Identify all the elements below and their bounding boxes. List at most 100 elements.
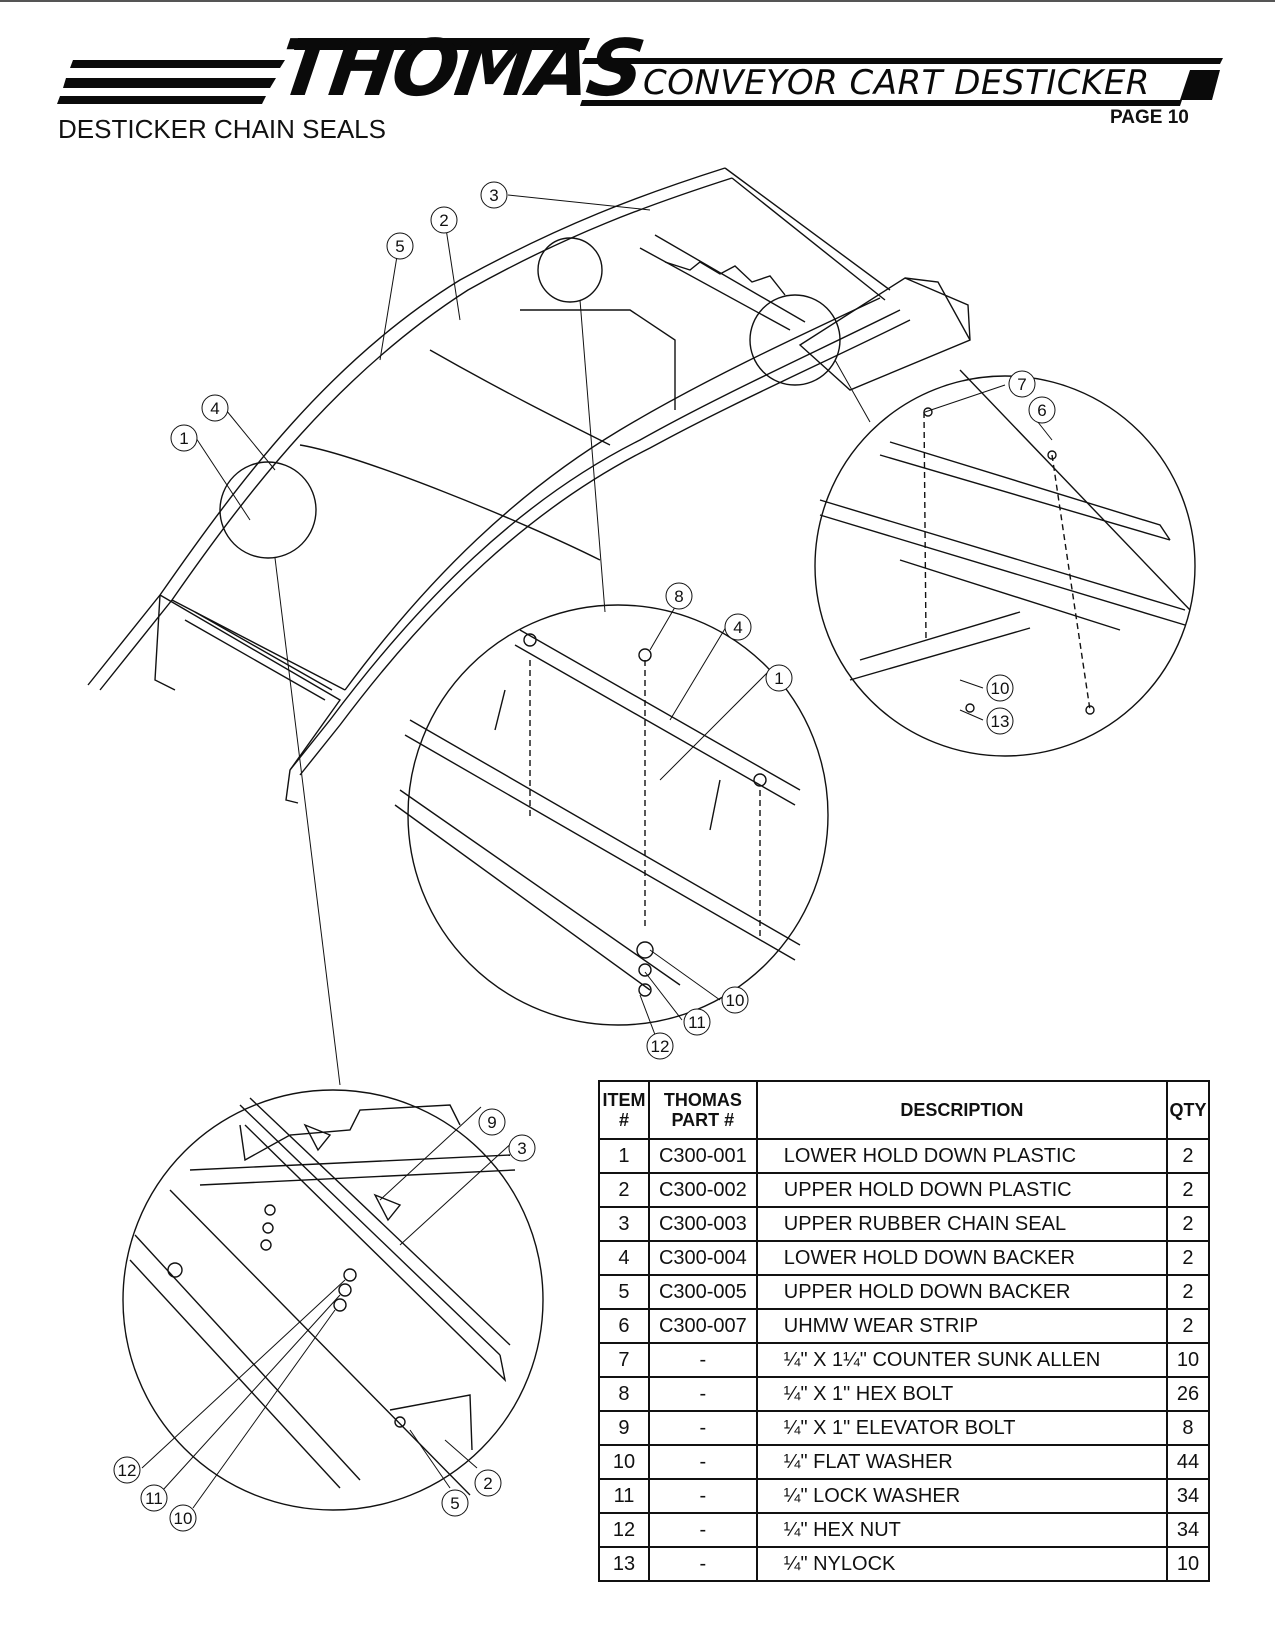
callout-center-8: 8 — [665, 582, 693, 610]
callout-lower-11: 11 — [140, 1484, 168, 1512]
cell-description: ¼" LOCK WASHER — [755, 1478, 1168, 1514]
cell-qty: 34 — [1165, 1478, 1211, 1514]
header-description: DESCRIPTION — [755, 1080, 1168, 1140]
cell-qty: 2 — [1165, 1206, 1211, 1242]
cell-part: C300-002 — [647, 1172, 758, 1208]
cell-description: ¼" X 1" ELEVATOR BOLT — [755, 1410, 1168, 1446]
callout-main-2: 2 — [430, 206, 458, 234]
header-item: ITEM # — [598, 1080, 650, 1140]
callout-lower-3: 3 — [508, 1134, 536, 1162]
header-bars — [57, 38, 1223, 106]
cell-part: C300-005 — [647, 1274, 758, 1310]
cell-description: ¼" X 1¼" COUNTER SUNK ALLEN — [755, 1342, 1168, 1378]
callout-lower-10: 10 — [169, 1504, 197, 1532]
cell-item: 3 — [598, 1206, 650, 1242]
cell-part: - — [647, 1342, 758, 1378]
cell-part: - — [647, 1444, 758, 1480]
detail-circle-a — [219, 461, 317, 559]
cell-description: ¼" X 1" HEX BOLT — [755, 1376, 1168, 1412]
cell-part: - — [647, 1478, 758, 1514]
callout-center-12: 12 — [646, 1032, 674, 1060]
cell-description: UPPER HOLD DOWN BACKER — [755, 1274, 1168, 1310]
top-border-line — [0, 0, 1275, 2]
cell-qty: 2 — [1165, 1308, 1211, 1344]
cell-item: 12 — [598, 1512, 650, 1548]
cell-qty: 44 — [1165, 1444, 1211, 1480]
callout-center-12-label: 12 — [651, 1037, 670, 1056]
cell-item: 13 — [598, 1546, 650, 1582]
callout-lower-2-label: 2 — [483, 1474, 492, 1493]
callout-center-11: 11 — [683, 1008, 711, 1036]
callout-right-13: 13 — [986, 707, 1014, 735]
callout-center-8-label: 8 — [674, 587, 683, 606]
callout-main-3: 3 — [480, 181, 508, 209]
callout-lower-11-label: 11 — [145, 1489, 163, 1508]
callout-right-10-label: 10 — [991, 679, 1010, 698]
callout-lower-3-label: 3 — [517, 1139, 526, 1158]
callout-lower-12: 12 — [113, 1456, 141, 1484]
cell-qty: 10 — [1165, 1546, 1211, 1582]
callout-main-3-label: 3 — [489, 186, 498, 205]
cell-qty: 2 — [1165, 1240, 1211, 1276]
callout-lower-9-label: 9 — [487, 1113, 496, 1132]
callout-leaders — [141, 194, 1053, 1509]
cell-part: C300-004 — [647, 1240, 758, 1276]
cell-part: C300-003 — [647, 1206, 758, 1242]
main-conveyor-assembly — [87, 167, 971, 804]
callout-center-1-label: 1 — [774, 669, 783, 688]
cell-item: 5 — [598, 1274, 650, 1310]
cell-description: UPPER RUBBER CHAIN SEAL — [755, 1206, 1168, 1242]
callout-center-4: 4 — [724, 613, 752, 641]
callout-right-7: 7 — [1008, 370, 1036, 398]
cell-item: 10 — [598, 1444, 650, 1480]
cell-description: UHMW WEAR STRIP — [755, 1308, 1168, 1344]
cell-description: ¼" NYLOCK — [755, 1546, 1168, 1582]
cell-item: 4 — [598, 1240, 650, 1276]
callout-center-10-label: 10 — [726, 991, 745, 1010]
cell-qty: 10 — [1165, 1342, 1211, 1378]
callout-center-10: 10 — [721, 986, 749, 1014]
cell-part: - — [647, 1512, 758, 1548]
detail-circle-b — [537, 237, 603, 303]
cell-description: LOWER HOLD DOWN BACKER — [755, 1240, 1168, 1276]
cell-qty: 34 — [1165, 1512, 1211, 1548]
cell-item: 6 — [598, 1308, 650, 1344]
section-title: DESTICKER CHAIN SEALS — [58, 114, 386, 144]
callout-right-6-label: 6 — [1037, 401, 1046, 420]
callout-main-5-label: 5 — [395, 237, 404, 256]
callout-right-7-label: 7 — [1017, 375, 1026, 394]
parts-table-header: ITEM # THOMAS PART # DESCRIPTION QTY — [598, 1080, 1211, 1140]
callout-main-1: 1 — [170, 424, 198, 452]
callout-main-2-label: 2 — [439, 211, 448, 230]
header-qty: QTY — [1165, 1080, 1211, 1140]
cell-qty: 2 — [1165, 1138, 1211, 1174]
cell-qty: 2 — [1165, 1274, 1211, 1310]
cell-item: 2 — [598, 1172, 650, 1208]
cell-item: 8 — [598, 1376, 650, 1412]
product-title: CONVEYOR CART DESTICKER — [643, 63, 1150, 103]
cell-description: UPPER HOLD DOWN PLASTIC — [755, 1172, 1168, 1208]
callout-center-1: 1 — [765, 664, 793, 692]
cell-item: 9 — [598, 1410, 650, 1446]
callout-main-1-label: 1 — [179, 429, 188, 448]
header-part: THOMAS PART # — [647, 1080, 758, 1140]
cell-description: ¼" FLAT WASHER — [755, 1444, 1168, 1480]
cell-qty: 26 — [1165, 1376, 1211, 1412]
brand-logo-text: THOMAS — [273, 24, 648, 114]
callout-lower-5: 5 — [441, 1489, 469, 1517]
cell-part: - — [647, 1546, 758, 1582]
callout-right-13-label: 13 — [991, 712, 1010, 731]
cell-item: 7 — [598, 1342, 650, 1378]
